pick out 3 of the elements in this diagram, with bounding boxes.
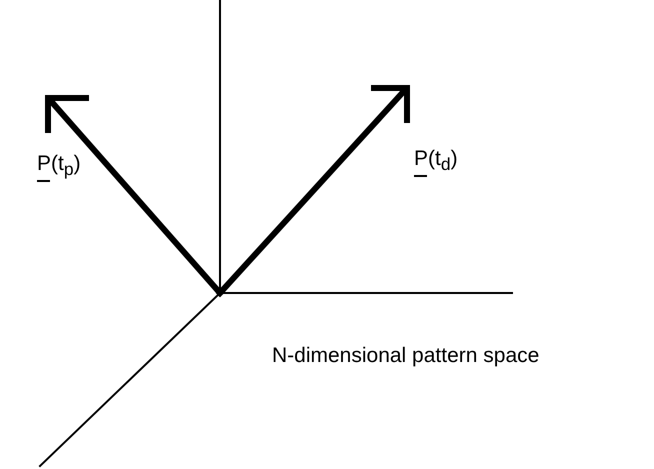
- vector-label: P(t$_{p}$): [37, 153, 81, 179]
- vector-label: P(t$_{d}$): [414, 148, 458, 174]
- caption-text: N-dimensional pattern space: [272, 345, 540, 366]
